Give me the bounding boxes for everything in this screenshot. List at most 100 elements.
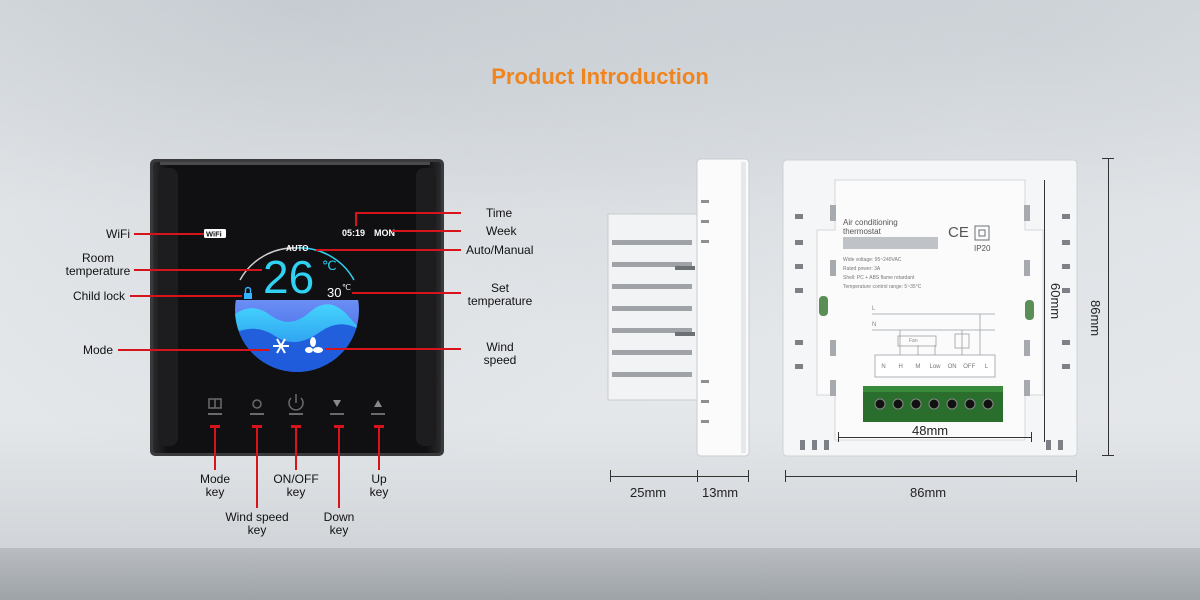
ip-rating: IP20 <box>974 244 991 253</box>
svg-text:WiFi: WiFi <box>206 230 222 239</box>
screen-room-unit: ℃ <box>322 258 337 273</box>
label-up-key: Up key <box>359 473 399 499</box>
up-arrow-icon <box>374 400 382 407</box>
callout-line-up-key <box>378 426 380 470</box>
label-onoff-key-2: key <box>286 485 306 499</box>
label-set-temp: Set temperature <box>462 282 538 308</box>
terminal-labels: N H M Low ON OFF L <box>875 364 995 370</box>
label-mode-key: Mode key <box>190 473 240 499</box>
terminal-label: L <box>984 364 989 370</box>
wire-label-n: N <box>872 322 877 328</box>
screen-mode-text: AUTO <box>286 244 309 253</box>
dim-depth-plate: 13mm <box>702 485 739 500</box>
key-icons <box>208 394 304 411</box>
dim-inner-height: 60mm <box>1048 283 1063 320</box>
mount-slot-right <box>1025 300 1034 320</box>
label-down-key-2: key <box>329 523 349 537</box>
label-child-lock: Child lock <box>72 289 125 303</box>
barcode <box>843 237 938 249</box>
terminal-label: OFF <box>963 364 976 370</box>
back-product-name: Air conditioning thermostat <box>843 218 898 236</box>
label-wind-key-2: key <box>247 523 267 537</box>
screen-time: 05:19 <box>342 228 366 238</box>
label-mode-key-1: Mode <box>199 472 231 486</box>
label-week: Week <box>486 224 517 238</box>
dim-line-width <box>785 476 1077 477</box>
dim-line-depth <box>610 476 748 477</box>
dim-line-inner-height <box>1044 180 1045 442</box>
back-product-name-2: thermostat <box>843 227 881 236</box>
label-down-key: Down key <box>314 511 364 537</box>
callout-line-down-key <box>338 426 340 508</box>
label-wifi: WiFi <box>106 227 130 241</box>
lock-icon <box>244 286 252 299</box>
dim-depth-body: 25mm <box>630 485 667 500</box>
dim-line-height <box>1108 158 1109 456</box>
terminal-label: N <box>881 364 886 370</box>
label-time: Time <box>486 206 513 220</box>
label-set-temp-1: Set <box>490 281 509 295</box>
screen-week: MON <box>374 228 395 238</box>
label-room-temp-2: temperature <box>65 264 131 278</box>
fan-icon <box>305 337 323 353</box>
ip-badge-box <box>974 225 990 241</box>
dim-height: 86mm <box>1088 300 1103 337</box>
label-down-key-1: Down <box>323 510 355 524</box>
ce-mark: CE <box>948 224 969 241</box>
callout-line-onoff-key <box>295 426 297 470</box>
back-specs: Wide voltage: 95~240VAC Rated power: 3A … <box>843 256 921 292</box>
back-spec-1: Wide voltage: 95~240VAC <box>843 257 902 263</box>
dim-line-inner-width <box>838 437 1032 438</box>
back-spec-4: Temperature control range: 5~35°C <box>843 284 922 290</box>
callout-line-room-temp <box>134 269 262 271</box>
screen-room-temp: 26 <box>263 251 315 303</box>
callout-line-wifi <box>134 233 204 235</box>
terminal-label: H <box>898 364 903 370</box>
back-product-name-1: Air conditioning <box>843 218 898 227</box>
wifi-icon: WiFi <box>204 229 226 239</box>
callout-line-wind-speed <box>325 348 461 350</box>
label-wind-key-1: Wind speed <box>225 510 289 524</box>
fan-label: Fan <box>909 338 918 344</box>
terminal-label: Low <box>929 364 941 370</box>
label-wind-speed-1: Wind <box>486 340 514 354</box>
label-onoff-key: ON/OFF key <box>266 473 326 499</box>
page-title: Product Introduction <box>491 64 709 89</box>
label-wind-speed-2: speed <box>483 353 517 367</box>
label-room-temp-1: Room <box>81 251 114 265</box>
label-auto-manual: Auto/Manual <box>466 243 534 257</box>
back-spec-3: Shell: PC + ABS flame retardant <box>843 275 915 281</box>
callout-line-mode-key <box>214 426 216 470</box>
callout-line-child-lock <box>130 295 242 297</box>
label-set-temp-2: temperature <box>467 294 533 308</box>
callout-line-wind-key <box>256 426 258 508</box>
wire-label-l: L <box>872 306 876 312</box>
label-onoff-key-1: ON/OFF <box>273 472 319 486</box>
callout-line-week <box>392 230 461 232</box>
callout-line-set-temp <box>352 292 461 294</box>
dim-width: 86mm <box>910 485 947 500</box>
floor-surface <box>0 548 1200 600</box>
down-arrow-icon <box>333 400 341 407</box>
callout-line-auto-manual <box>316 249 461 251</box>
label-mode-key-2: key <box>205 485 225 499</box>
terminal-label: ON <box>947 364 957 370</box>
callout-line-mode <box>118 349 270 351</box>
label-up-key-2: key <box>369 485 389 499</box>
terminal-label: M <box>915 364 921 370</box>
dim-inner-width: 48mm <box>912 423 949 438</box>
label-up-key-1: Up <box>371 472 387 486</box>
snowflake-icon <box>273 338 289 354</box>
back-spec-2: Rated power: 3A <box>843 266 881 272</box>
label-wind-speed: Wind speed <box>470 341 530 367</box>
screen-set-unit: ℃ <box>342 283 351 292</box>
mount-slot-left <box>819 296 828 316</box>
label-mode: Mode <box>82 343 113 357</box>
callout-line-time <box>355 212 461 214</box>
label-wind-key: Wind speed key <box>217 511 297 537</box>
screen-set-temp: 30 <box>327 285 342 300</box>
label-room-temp: Room temperature <box>58 252 138 278</box>
